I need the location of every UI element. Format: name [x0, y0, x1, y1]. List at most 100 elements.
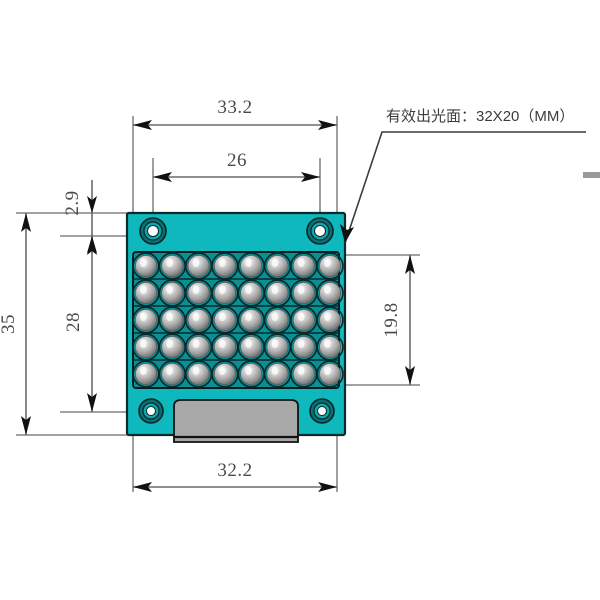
led-lamp	[319, 336, 342, 358]
dim-label-hole-pitch-y: 28	[63, 312, 84, 332]
dim-label-overall-height: 35	[0, 314, 19, 334]
led-lamp	[319, 255, 342, 277]
led-highlight	[192, 339, 200, 348]
led-lamp	[266, 309, 289, 331]
led-lamp	[240, 363, 263, 385]
led-highlight	[166, 258, 174, 267]
dimension-overall-height: 35	[0, 213, 31, 435]
led-lamp	[213, 282, 236, 304]
led-highlight	[297, 312, 305, 321]
led-highlight	[245, 339, 253, 348]
led-lamp	[319, 309, 342, 331]
led-highlight	[140, 366, 147, 375]
led-lamp	[266, 282, 289, 304]
led-lamp	[187, 255, 210, 277]
led-lamp	[213, 309, 236, 331]
led-highlight	[271, 366, 279, 375]
led-highlight	[271, 312, 279, 321]
led-lamp	[240, 255, 263, 277]
led-highlight	[140, 312, 147, 321]
led-lamp	[213, 255, 236, 277]
emitting-area-annotation: 有效出光面：32X20（MM）	[340, 108, 586, 244]
led-highlight	[324, 366, 331, 375]
led-highlight	[324, 339, 331, 348]
led-lamp	[135, 282, 157, 304]
pcb-board	[125, 211, 347, 443]
led-highlight	[218, 285, 226, 294]
led-lamp	[187, 309, 210, 331]
led-highlight	[245, 258, 253, 267]
led-highlight	[218, 258, 226, 267]
led-lamp	[187, 282, 210, 304]
led-lamp	[266, 255, 289, 277]
dim-label-hole-pitch-x: 26	[227, 150, 247, 171]
dimension-overall-width-bottom: 32.2	[133, 460, 337, 492]
led-highlight	[218, 339, 226, 348]
led-array	[132, 252, 344, 388]
led-highlight	[140, 258, 147, 267]
dimension-overall-width-top: 33.2	[133, 97, 337, 130]
led-lamp	[319, 363, 342, 385]
mounting-hole-top-right	[306, 217, 334, 245]
led-highlight	[245, 366, 253, 375]
led-highlight	[166, 339, 174, 348]
led-highlight	[218, 312, 226, 321]
led-lamp	[240, 309, 263, 331]
mounting-hole-bottom-left	[138, 398, 164, 424]
led-lamp	[187, 363, 210, 385]
right-edge-mark	[583, 172, 600, 178]
led-highlight	[166, 312, 174, 321]
led-socket-ring	[316, 252, 344, 280]
led-highlight	[192, 285, 200, 294]
led-highlight	[245, 285, 253, 294]
annotation-label-emitting-area: 有效出光面：32X20（MM）	[386, 108, 574, 125]
dimension-hole-pitch-y: 28	[63, 236, 97, 412]
led-socket-ring	[316, 306, 344, 334]
led-highlight	[192, 366, 200, 375]
led-socket-ring	[316, 360, 344, 388]
led-highlight	[324, 285, 331, 294]
led-lamp	[213, 363, 236, 385]
led-lamp	[135, 309, 157, 331]
led-highlight	[245, 312, 253, 321]
led-highlight	[297, 258, 305, 267]
mounting-hole-bottom-right	[309, 398, 335, 424]
led-lamp	[292, 309, 315, 331]
led-lamp	[292, 336, 315, 358]
led-highlight	[192, 258, 200, 267]
led-highlight	[271, 339, 279, 348]
led-lamp	[187, 336, 210, 358]
led-highlight	[166, 366, 174, 375]
led-lamp	[292, 363, 315, 385]
mounting-hole-top-left	[139, 217, 167, 245]
led-highlight	[297, 366, 305, 375]
led-highlight	[297, 339, 305, 348]
led-lamp	[161, 282, 184, 304]
led-highlight	[140, 339, 147, 348]
dim-label-overall-width-bottom: 32.2	[217, 460, 252, 481]
led-lamp	[292, 255, 315, 277]
dimension-hole-pitch-x: 26	[153, 150, 320, 182]
led-highlight	[192, 312, 200, 321]
led-lamp	[213, 336, 236, 358]
led-socket-ring	[316, 279, 344, 307]
board-connector	[173, 399, 299, 443]
dimension-emitting-height: 19.8	[381, 255, 415, 385]
led-lamp	[266, 336, 289, 358]
led-lamp	[135, 363, 157, 385]
led-lamp	[161, 336, 184, 358]
led-lamp	[135, 336, 157, 358]
led-lamp	[240, 336, 263, 358]
extension-lines	[16, 116, 420, 492]
led-lamp	[135, 255, 157, 277]
led-highlight	[324, 312, 331, 321]
led-lamp	[266, 363, 289, 385]
led-lamp	[292, 282, 315, 304]
led-highlight	[271, 258, 279, 267]
led-highlight	[140, 285, 147, 294]
led-socket-ring	[316, 333, 344, 361]
led-highlight	[218, 366, 226, 375]
led-highlight	[166, 285, 174, 294]
